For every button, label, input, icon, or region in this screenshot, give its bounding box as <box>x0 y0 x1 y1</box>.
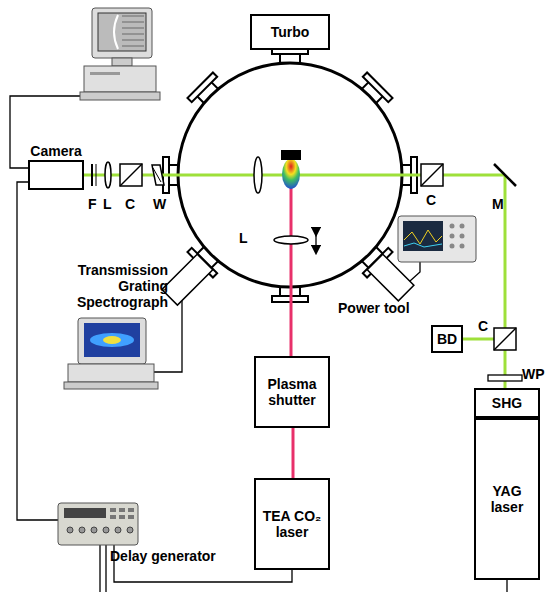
window-label: W <box>153 196 166 212</box>
spectrograph-label: Transmission Grating Spectrograph <box>58 262 168 310</box>
delay-generator <box>58 503 138 545</box>
node-text: BD <box>437 331 457 347</box>
pump-box: Turbo <box>250 14 330 50</box>
node-text: Camera <box>30 143 81 159</box>
laser-box: TEA CO₂ laser <box>254 478 330 570</box>
node-text: TEA CO₂ laser <box>260 508 324 540</box>
computer <box>80 8 160 100</box>
harmonic-box: SHG <box>474 388 540 418</box>
cube-label: C <box>478 318 488 334</box>
computer <box>64 318 158 389</box>
laser-box: YAG laser <box>474 418 540 580</box>
delay-generator-label: Delay generator <box>110 548 216 564</box>
laser-beam <box>292 428 295 478</box>
node-text: YAG laser <box>480 483 534 515</box>
cube-label: C <box>125 196 135 212</box>
waveplate-label: WP <box>522 366 545 382</box>
oscilloscope <box>398 216 476 262</box>
node-text: Turbo <box>271 24 310 40</box>
lens-label: L <box>239 230 248 246</box>
mirror-label: M <box>492 196 504 212</box>
shutter-box: Plasma shutter <box>254 356 330 428</box>
cube-label: C <box>426 192 436 208</box>
camera-box: Camera <box>28 160 84 190</box>
lens-label: L <box>103 196 112 212</box>
filter-label: F <box>88 196 97 212</box>
power-tool-label: Power tool <box>338 300 410 316</box>
beam-dump-box: BD <box>431 325 463 353</box>
node-text: SHG <box>492 395 522 411</box>
node-text: Plasma shutter <box>260 376 324 408</box>
